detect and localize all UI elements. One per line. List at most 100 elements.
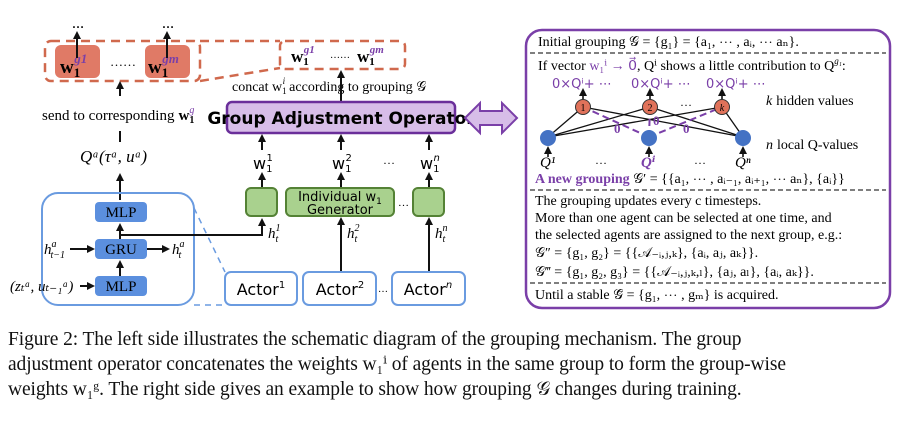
arrow-gm-dots: … xyxy=(162,17,174,31)
group-weights-dots: …… xyxy=(110,54,136,69)
local-q-n: Qⁿ xyxy=(735,155,751,171)
group-weight-box-gm xyxy=(145,45,190,78)
hidden-node-2 xyxy=(642,99,658,115)
actors: Actor1 Actor2 … Actorn xyxy=(224,271,466,306)
mlp-bottom-label: MLP xyxy=(106,279,137,295)
actor-box-2 xyxy=(302,271,377,306)
until-stable-text: Until a stable 𝒢̄ = {g₁, ⋯ , gₘ} is acqu… xyxy=(535,288,778,303)
concat-dots: …… xyxy=(330,50,350,61)
actor-label-n: Actorn xyxy=(404,280,452,299)
figure-caption: Figure 2: The left side illustrates the … xyxy=(8,327,903,402)
edge xyxy=(547,106,723,138)
more-agents-line1: More than one agent can be selected at o… xyxy=(535,211,832,226)
local-node-i xyxy=(641,130,657,146)
arrow-g1-dots: … xyxy=(72,17,84,31)
concat-w-g1: w1g1 xyxy=(291,44,315,68)
update-text: The grouping updates every c timesteps. xyxy=(535,194,761,209)
actor-label-1: Actor1 xyxy=(237,280,285,299)
caption-line-1: Figure 2: The left side illustrates the … xyxy=(8,329,742,350)
grouping-example-panel: Initial grouping 𝒢 = {g₁} = {a₁, ⋯ , aᵢ,… xyxy=(524,28,892,310)
hidden-node-1 xyxy=(575,99,591,115)
gru-label: GRU xyxy=(105,242,137,258)
figure-diagram: w1g1 …… w1gm … … w1g1 …… w1gm send to co… xyxy=(10,17,892,310)
edge xyxy=(582,106,744,138)
g2-formula: 𝒢″ = {g₁, g₂} = {{𝒜₋ᵢ,ⱼ,ₖ}, {aᵢ, aⱼ, aₖ}… xyxy=(535,246,758,261)
local-node-1 xyxy=(540,130,556,146)
w-input-2: w12 xyxy=(332,153,352,175)
caption-line-2: adjustment operator concatenates the wei… xyxy=(8,354,786,375)
w-generators: Individual w1 Generator … xyxy=(245,187,445,218)
actor-label-2: Actor2 xyxy=(316,280,364,299)
network-input-label: (zₜᵃ, uₜ₋₁ᵃ) xyxy=(10,279,73,295)
zero-label-mid: 0 xyxy=(653,113,660,128)
w-inputs: w11 w12 … w1n xyxy=(253,134,440,188)
generator-dots: … xyxy=(398,197,409,209)
zero-label-left: 0 xyxy=(614,121,621,136)
local-dots-2: … xyxy=(694,153,706,167)
w-inputs-dots: … xyxy=(383,153,395,167)
hidden-node-1-label: 1 xyxy=(581,103,586,114)
actor-zoom-connector-top xyxy=(193,207,226,273)
hidden-dots: … xyxy=(680,95,692,109)
local-q-1: Q¹ xyxy=(540,155,556,171)
caption-line-3: weights w₁ᵍ. The right side gives an exa… xyxy=(8,379,742,400)
generator-box-1 xyxy=(245,187,278,217)
g3-formula: 𝒢‴ = {g₁, g₂, g₃} = {{𝒜₋ᵢ,ⱼ,ₖ,ₗ}, {aⱼ, a… xyxy=(535,265,814,280)
zero-edge xyxy=(582,106,650,138)
group-weight-g1-base: w1g1 xyxy=(60,51,87,80)
bidirectional-arrow-icon xyxy=(463,100,519,136)
hidden-node-k-label: k xyxy=(720,103,725,114)
zoom-connector-bottom xyxy=(199,66,281,83)
more-agents-line2: the selected agents are assigned to the … xyxy=(535,228,842,243)
edge xyxy=(547,106,651,138)
hidden-output-1: 0×Qⁱ+ ⋯ xyxy=(552,77,612,92)
edge xyxy=(649,106,744,138)
hidden-node-k xyxy=(714,99,730,115)
group-weight-gm-base: w1gm xyxy=(148,51,179,80)
concat-w-gm: w1gm xyxy=(357,44,384,68)
panel-outline xyxy=(524,28,892,310)
hidden-node-2-label: 2 xyxy=(648,103,653,114)
gru-box xyxy=(95,239,147,259)
w-input-n: w1n xyxy=(420,153,440,175)
group-weight-box-g1 xyxy=(55,45,100,78)
q-output-label: Qᵃ(τᵃ, uᵃ) xyxy=(80,147,147,166)
hidden-output-k: 0×Qⁱ+ ⋯ xyxy=(706,77,766,92)
zero-label-right: 0 xyxy=(683,121,690,136)
actor-dots: … xyxy=(378,284,388,295)
mlp-top-box xyxy=(95,202,147,222)
new-grouping-text: A new grouping 𝒢′ = {{a₁, ⋯ , aᵢ₋₁, aᵢ₊₁… xyxy=(535,172,845,187)
generator-label-line1: Individual w1 xyxy=(298,190,382,207)
generator-label-line2: Generator xyxy=(307,203,374,218)
network-outline xyxy=(41,192,195,306)
concat-box: w1g1 …… w1gm xyxy=(278,39,407,71)
local-q-i: Qⁱ xyxy=(641,155,656,171)
if-vector-text: If vector w₁ⁱ → 0⃗, Qⁱ shows a little co… xyxy=(538,56,846,74)
local-node-n xyxy=(735,130,751,146)
w-input-1: w11 xyxy=(253,153,273,175)
actor-box-n xyxy=(391,271,466,306)
zero-edge xyxy=(648,106,723,138)
group-adjustment-operator-label: Group Adjustment Operator xyxy=(207,109,475,129)
mlp-bottom-box xyxy=(95,276,147,296)
initial-grouping-text: Initial grouping 𝒢 = {g₁} = {a₁, ⋯ , aᵢ,… xyxy=(538,35,799,50)
local-dots-1: … xyxy=(595,153,607,167)
mlp-top-label: MLP xyxy=(106,205,137,221)
generator-box-n xyxy=(412,187,445,217)
hidden-output-2: 0×Qⁱ+ ⋯ xyxy=(631,77,691,92)
arrow-ht-to-generator xyxy=(120,218,266,236)
actor-box-1 xyxy=(224,271,298,306)
generator-box-2 xyxy=(285,187,395,217)
group-adjustment-operator-box xyxy=(225,100,457,135)
group-weights-region: w1g1 …… w1gm … … xyxy=(43,17,202,83)
